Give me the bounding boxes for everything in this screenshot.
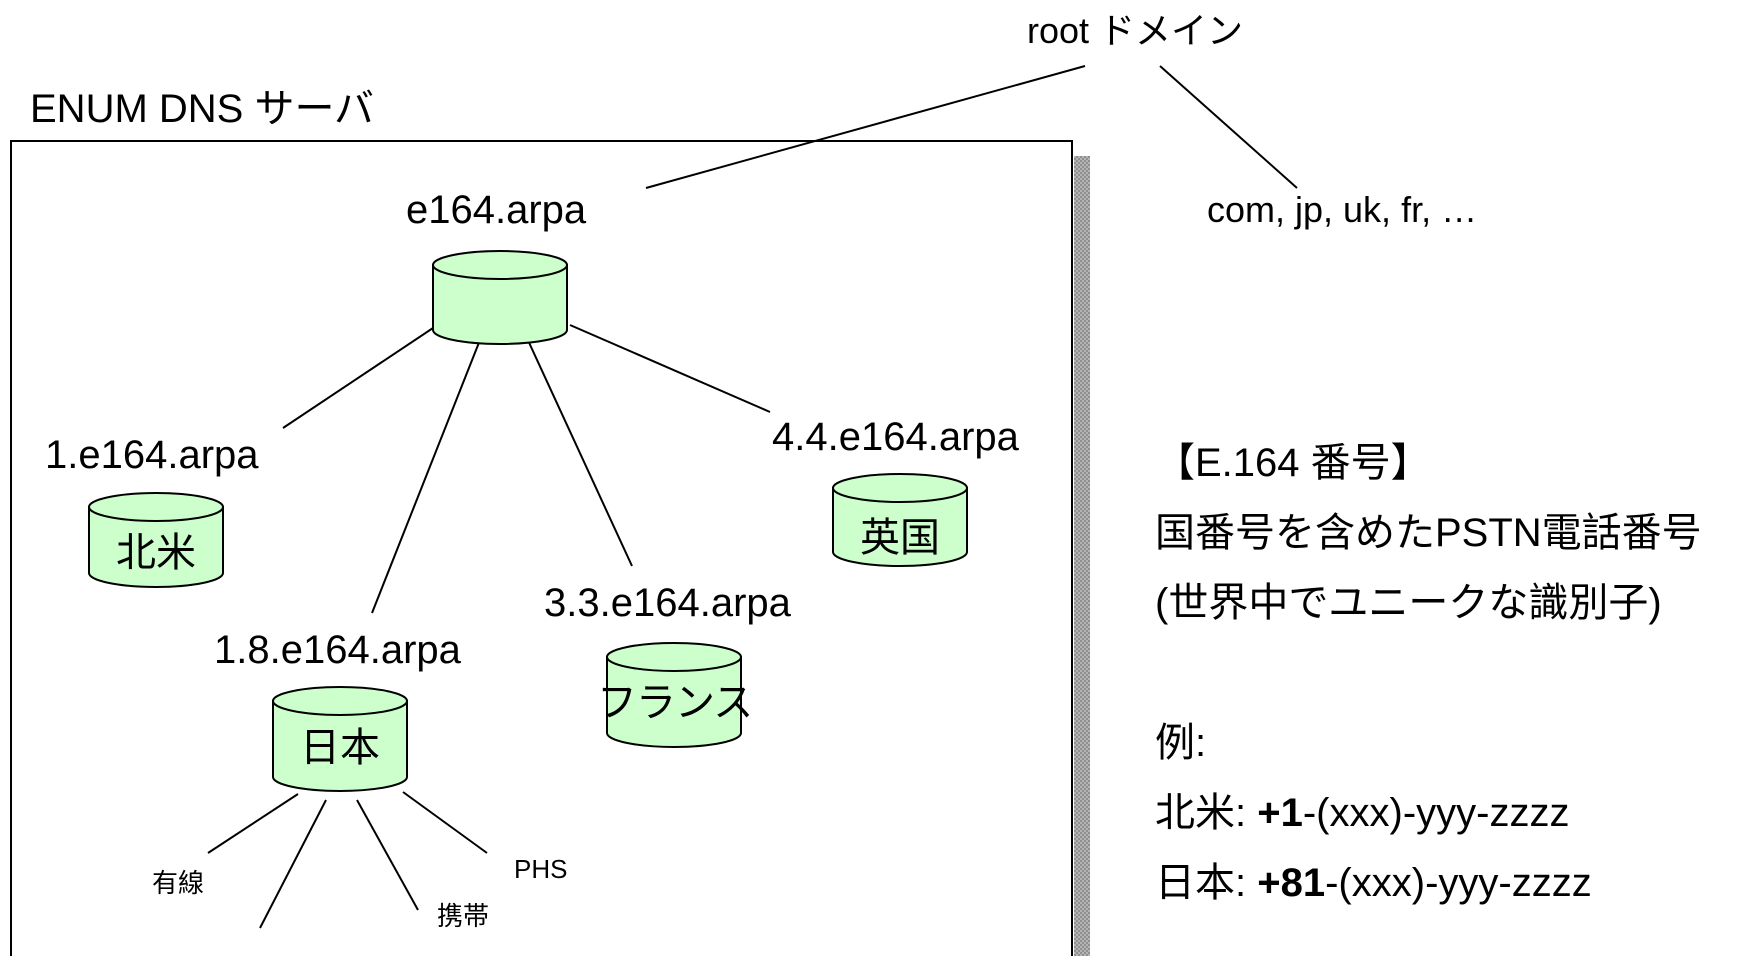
root-domain-label: root ドメイン bbox=[1027, 10, 1244, 51]
jp-child-mobile: 携帯 bbox=[437, 901, 490, 931]
connector-jp-wired bbox=[207, 793, 299, 854]
connector-jp-mobile bbox=[356, 799, 419, 911]
connector-root-e164 bbox=[645, 65, 1086, 189]
node-domain-na: 1.e164.arpa bbox=[45, 433, 259, 477]
node-domain-fr: 3.3.e164.arpa bbox=[544, 581, 791, 625]
node-domain-jp: 1.8.e164.arpa bbox=[214, 628, 461, 672]
jp-child-wired: 有線 bbox=[152, 868, 205, 898]
example-number: -(xxx)-yyy-zzzz bbox=[1325, 861, 1592, 905]
node-domain-e164: e164.arpa bbox=[406, 188, 587, 232]
info-example-label: 例: bbox=[1155, 721, 1207, 765]
database-icon-na bbox=[88, 492, 224, 588]
jp-child-phs: PHS bbox=[514, 854, 568, 884]
database-icon-jp bbox=[272, 686, 408, 792]
node-name-jp: 日本 bbox=[300, 726, 380, 770]
database-icon-uk bbox=[832, 473, 968, 567]
info-desc-2: (世界中でユニークな識別子) bbox=[1155, 581, 1662, 625]
node-name-uk: 英国 bbox=[860, 516, 940, 560]
server-box-shadow bbox=[1074, 156, 1090, 956]
example-number: -(xxx)-yyy-zzzz bbox=[1302, 791, 1570, 835]
info-desc-1: 国番号を含めたPSTN電話番号 bbox=[1155, 511, 1702, 555]
database-icon-fr bbox=[606, 642, 742, 748]
node-name-fr: フランス bbox=[597, 681, 753, 725]
node-name-na: 北米 bbox=[116, 531, 196, 575]
connector-e164-na bbox=[282, 317, 449, 429]
e164-info-panel: 【E.164 番号】 国番号を含めたPSTN電話番号 (世界中でユニークな識別子… bbox=[1155, 428, 1702, 918]
info-heading: 【E.164 番号】 bbox=[1155, 441, 1431, 485]
server-title: ENUM DNS サーバ bbox=[30, 87, 375, 131]
database-icon-e164 bbox=[432, 250, 568, 345]
example-region: 日本: bbox=[1155, 861, 1247, 905]
connector-jp-phs bbox=[402, 791, 488, 854]
example-country-code: +1 bbox=[1257, 791, 1303, 835]
example-country-code: +81 bbox=[1257, 861, 1326, 905]
info-spacer bbox=[1155, 638, 1702, 708]
connector-e164-fr bbox=[525, 335, 633, 567]
info-example-na: 北米: +1-(xxx)-yyy-zzzz bbox=[1155, 778, 1702, 848]
info-example-jp: 日本: +81-(xxx)-yyy-zzzz bbox=[1155, 848, 1702, 918]
tld-list-label: com, jp, uk, fr, … bbox=[1207, 189, 1478, 230]
connector-e164-jp bbox=[371, 339, 481, 614]
connector-e164-uk bbox=[569, 324, 771, 413]
node-domain-uk: 4.4.e164.arpa bbox=[772, 415, 1019, 459]
example-region: 北米: bbox=[1155, 791, 1247, 835]
connector-root-tlds bbox=[1159, 65, 1298, 189]
connector-jp-extra bbox=[259, 799, 327, 929]
